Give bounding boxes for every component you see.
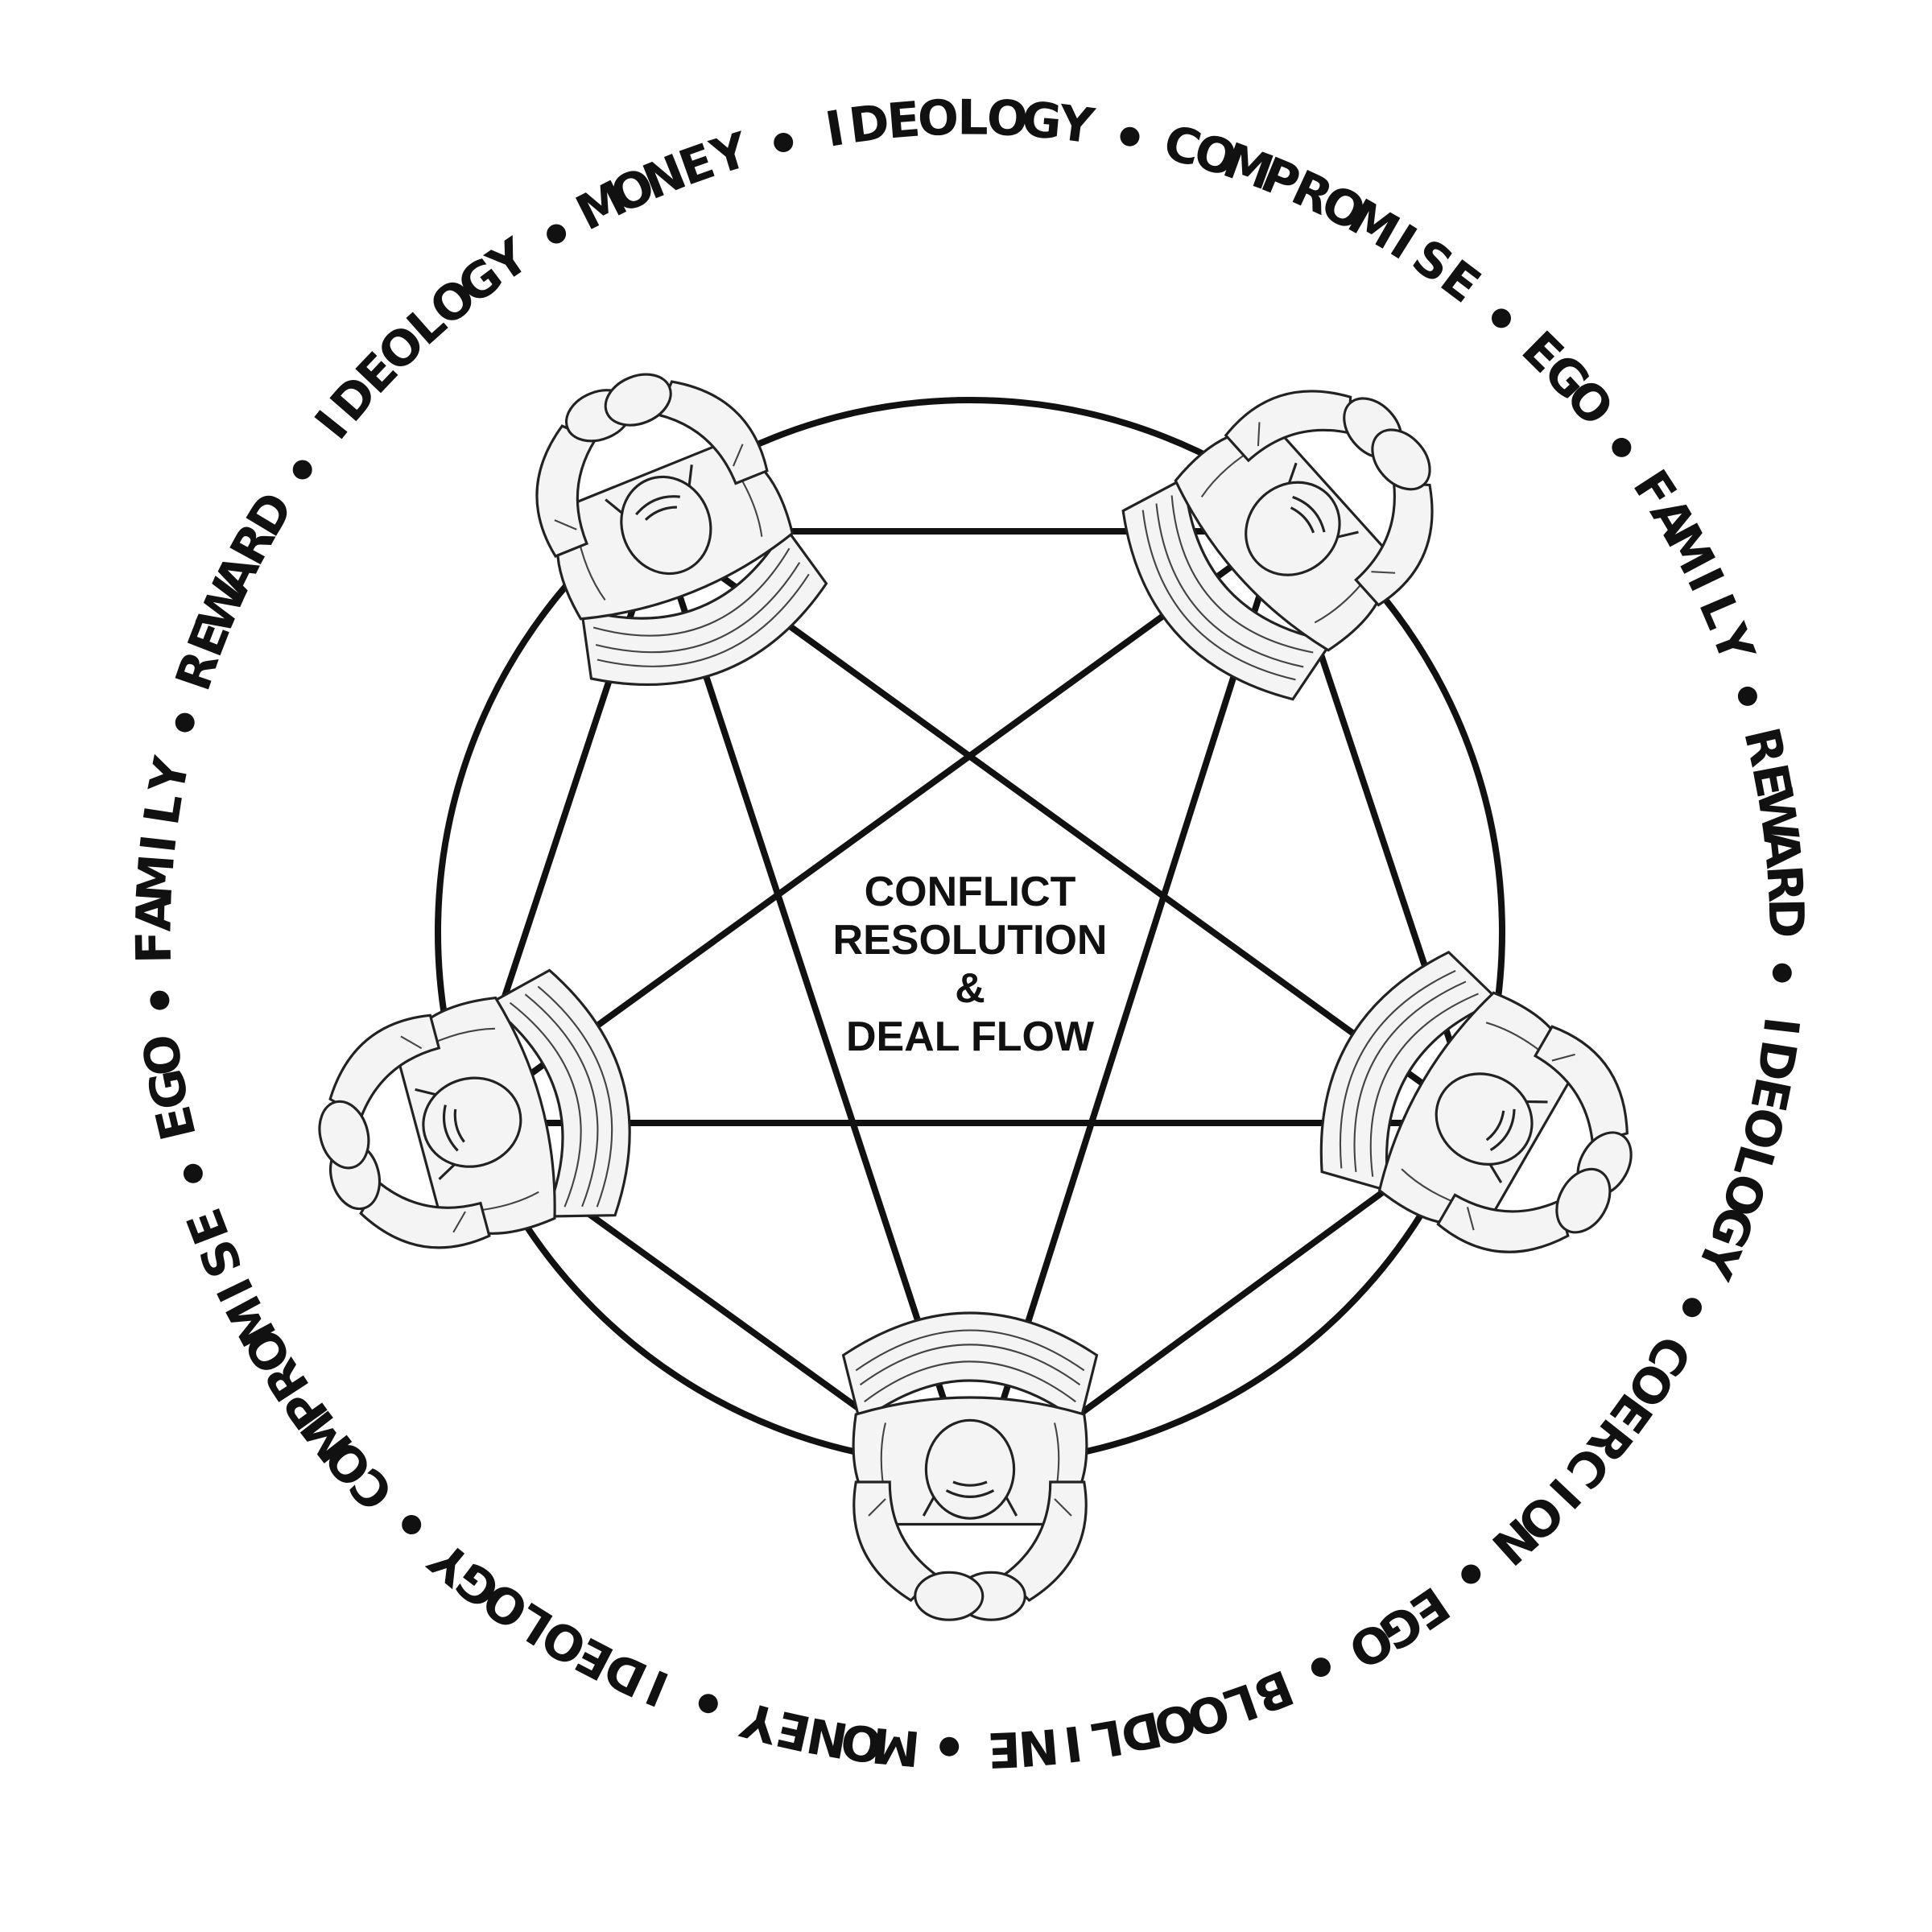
center-label-line: CONFLICT: [865, 869, 1076, 915]
ring-word-char: D: [1744, 1036, 1806, 1086]
seated-figure-top-left: [490, 336, 844, 720]
ring-word-char: I: [822, 100, 851, 159]
center-label: CONFLICT RESOLUTION & DEAL FLOW: [833, 869, 1108, 1060]
ring-separator-dot: [1737, 686, 1757, 706]
ring-separator-dot: [1772, 963, 1792, 983]
ring-word: MONEYMONEY: [734, 1690, 923, 1776]
ring-word-char: W: [1745, 784, 1809, 847]
center-label-line: &: [955, 965, 985, 1012]
seated-person-icon: [292, 958, 658, 1286]
ring-word-char: F: [126, 929, 183, 964]
ring-word-char: G: [1020, 91, 1066, 151]
ring-word-char: D: [1757, 898, 1814, 940]
ring-separator-dot: [1492, 308, 1511, 328]
ring-word-char: L: [957, 90, 990, 147]
ring-separator-dot: [292, 460, 312, 480]
ring-word-char: I: [1059, 1714, 1085, 1772]
ring-separator-dot: [939, 1736, 960, 1757]
ring-word-char: O: [836, 1711, 886, 1773]
ring-word-char: D: [846, 93, 894, 155]
ring-word-char: E: [885, 91, 923, 150]
seated-person-icon: [1284, 930, 1679, 1306]
ring-word-char: O: [985, 89, 1030, 147]
ring-word-char: Y: [1055, 95, 1099, 155]
ring-word-char: O: [132, 1029, 194, 1080]
ring-word: REWARDREWARD: [1732, 722, 1814, 940]
ring-word-char: I: [1752, 1014, 1810, 1040]
ring-separator-dot: [774, 133, 794, 152]
ring-word-char: A: [126, 892, 183, 932]
seated-figure-left: [292, 958, 658, 1286]
ring-separator-dot: [175, 712, 195, 733]
ring-word: IDEOLOGYIDEOLOGY: [1685, 1014, 1810, 1288]
ring-separator-dot: [1612, 437, 1632, 457]
ring-word-char: N: [1014, 1717, 1061, 1777]
seated-person-icon: [841, 1311, 1099, 1621]
ring-separator-dot: [402, 1515, 422, 1534]
seated-figure-bottom: [841, 1311, 1099, 1621]
ring-word-char: E: [985, 1720, 1022, 1778]
ring-word-char: O: [917, 89, 962, 147]
seated-figure-right: [1284, 930, 1679, 1306]
ring-separator-dot: [1120, 126, 1140, 147]
ring-separator-dot: [1682, 1298, 1702, 1318]
ring-separator-dot: [150, 990, 170, 1010]
ring-separator-dot: [547, 224, 567, 244]
ring-word-char: M: [868, 1715, 923, 1776]
ring-word: EGOEGO: [132, 1029, 208, 1146]
pentagram-line: [460, 528, 1283, 1126]
ring-word-char: A: [1752, 828, 1812, 872]
seated-person-icon: [490, 336, 844, 720]
ring-separator-dot: [1461, 1564, 1481, 1584]
center-label-line: DEAL FLOW: [846, 1013, 1095, 1060]
ring-word-char: M: [126, 851, 186, 904]
ring-separator-dot: [698, 1694, 718, 1714]
center-label-line: RESOLUTION: [833, 917, 1108, 964]
ring-word: FAMILYFAMILY: [126, 751, 200, 964]
ring-word-char: N: [801, 1706, 852, 1769]
ring-separator-dot: [183, 1163, 203, 1183]
ring-word: MONEYMONEY: [568, 122, 757, 242]
ring-separator-dot: [1311, 1657, 1331, 1678]
ring-word-char: R: [1755, 863, 1814, 905]
pentagram-line: [655, 528, 1480, 1126]
